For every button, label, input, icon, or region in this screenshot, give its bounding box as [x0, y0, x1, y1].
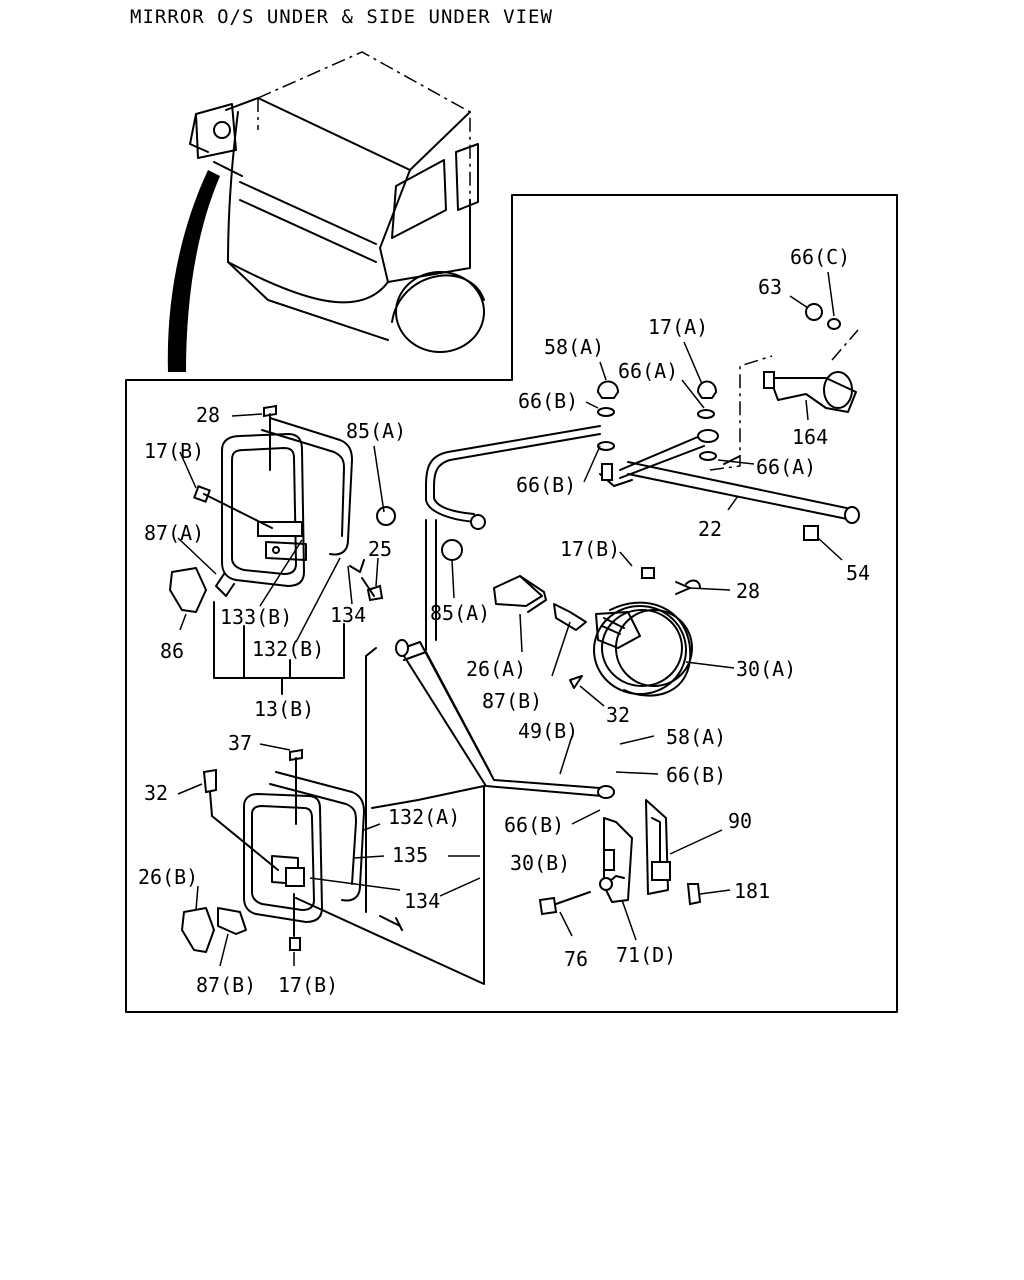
label-133b: 133(B): [220, 605, 292, 629]
label-71d: 71(D): [616, 943, 676, 967]
label-87b-2: 87(B): [196, 973, 256, 997]
round-mirror-30a: [569, 567, 701, 697]
label-134-2: 134: [404, 889, 440, 913]
mirror-stay-assembly: [596, 303, 860, 541]
label-13b: 13(B): [254, 697, 314, 721]
rect-mirror-30b: [181, 647, 485, 985]
mount-bracket-assembly: [538, 799, 702, 916]
label-25: 25: [368, 537, 392, 561]
label-28-right: 28: [736, 579, 760, 603]
label-87a: 87(A): [144, 521, 204, 545]
label-54: 54: [846, 561, 870, 585]
part-labels: 66(C) 63 17(A) 58(A) 66(A) 66(B) 164 66(…: [138, 245, 870, 997]
label-132a: 132(A): [388, 805, 460, 829]
label-26a: 26(A): [466, 657, 526, 681]
label-85a-2: 85(A): [430, 601, 490, 625]
label-17a: 17(A): [648, 315, 708, 339]
label-49b: 49(B): [518, 719, 578, 743]
label-90: 90: [728, 809, 752, 833]
label-132b: 132(B): [252, 637, 324, 661]
label-66b-3: 66(B): [666, 763, 726, 787]
label-181: 181: [734, 879, 770, 903]
label-58a-top: 58(A): [544, 335, 604, 359]
label-66a-1: 66(A): [618, 359, 678, 383]
label-87b-1: 87(B): [482, 689, 542, 713]
label-66c: 66(C): [790, 245, 850, 269]
label-32-2: 32: [144, 781, 168, 805]
label-26b: 26(B): [138, 865, 198, 889]
label-66b-1: 66(B): [518, 389, 578, 413]
label-32-1: 32: [606, 703, 630, 727]
label-63: 63: [758, 275, 782, 299]
label-86: 86: [160, 639, 184, 663]
label-17b-3: 17(B): [278, 973, 338, 997]
leader-lines: [177, 271, 843, 967]
truck-cab-illustration: [167, 51, 485, 372]
label-28-top: 28: [196, 403, 220, 427]
label-66b-2: 66(B): [516, 473, 576, 497]
label-17b-2: 17(B): [560, 537, 620, 561]
rect-mirror-13b: [169, 404, 384, 695]
label-85a-1: 85(A): [346, 419, 406, 443]
label-17b-1: 17(B): [144, 439, 204, 463]
label-22: 22: [698, 517, 722, 541]
label-76: 76: [564, 947, 588, 971]
label-37: 37: [228, 731, 252, 755]
label-30b: 30(B): [510, 851, 570, 875]
mirror-pipe-stays: [395, 425, 615, 799]
outer-frame: [125, 194, 898, 1013]
label-164: 164: [792, 425, 828, 449]
label-66b-4: 66(B): [504, 813, 564, 837]
label-66a-2: 66(A): [756, 455, 816, 479]
diagram-title: MIRROR O/S UNDER & SIDE UNDER VIEW: [130, 6, 553, 28]
label-58a-2: 58(A): [666, 725, 726, 749]
label-135: 135: [392, 843, 428, 867]
label-30a: 30(A): [736, 657, 796, 681]
label-134-1: 134: [330, 603, 366, 627]
